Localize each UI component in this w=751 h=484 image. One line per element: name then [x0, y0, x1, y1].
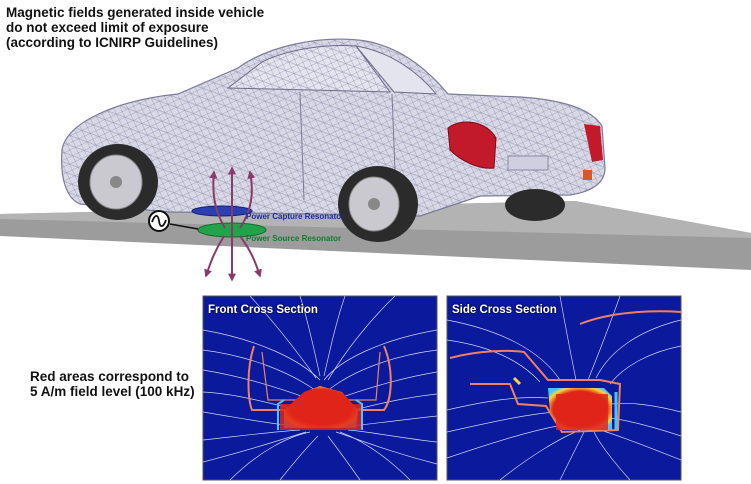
side-cross-section-title: Side Cross Section	[452, 304, 557, 316]
rear-wheel	[338, 166, 418, 242]
exposure-caption-line-2: do not exceed limit of exposure	[6, 20, 326, 35]
exposure-caption-line-1: Magnetic fields generated inside vehicle	[6, 5, 326, 20]
source-resonator-label: Power Source Resonator	[246, 234, 341, 243]
front-cross-section-panel	[203, 296, 437, 480]
field-level-caption-line-1: Red areas correspond to	[30, 369, 210, 384]
front-wheel	[78, 144, 158, 220]
ac-source-icon	[149, 211, 169, 231]
exposure-caption: Magnetic fields generated inside vehicle…	[6, 5, 326, 50]
exposure-caption-line-3: (according to ICNIRP Guidelines)	[6, 35, 326, 50]
front-cross-section-title: Front Cross Section	[208, 304, 318, 316]
power-capture-resonator	[192, 206, 252, 216]
field-level-caption-line-2: 5 A/m field level (100 kHz)	[30, 384, 210, 399]
capture-resonator-label: Power Capture Resonator	[246, 212, 344, 221]
side-cross-section-panel	[447, 296, 681, 480]
field-level-caption: Red areas correspond to 5 A/m field leve…	[30, 369, 210, 399]
